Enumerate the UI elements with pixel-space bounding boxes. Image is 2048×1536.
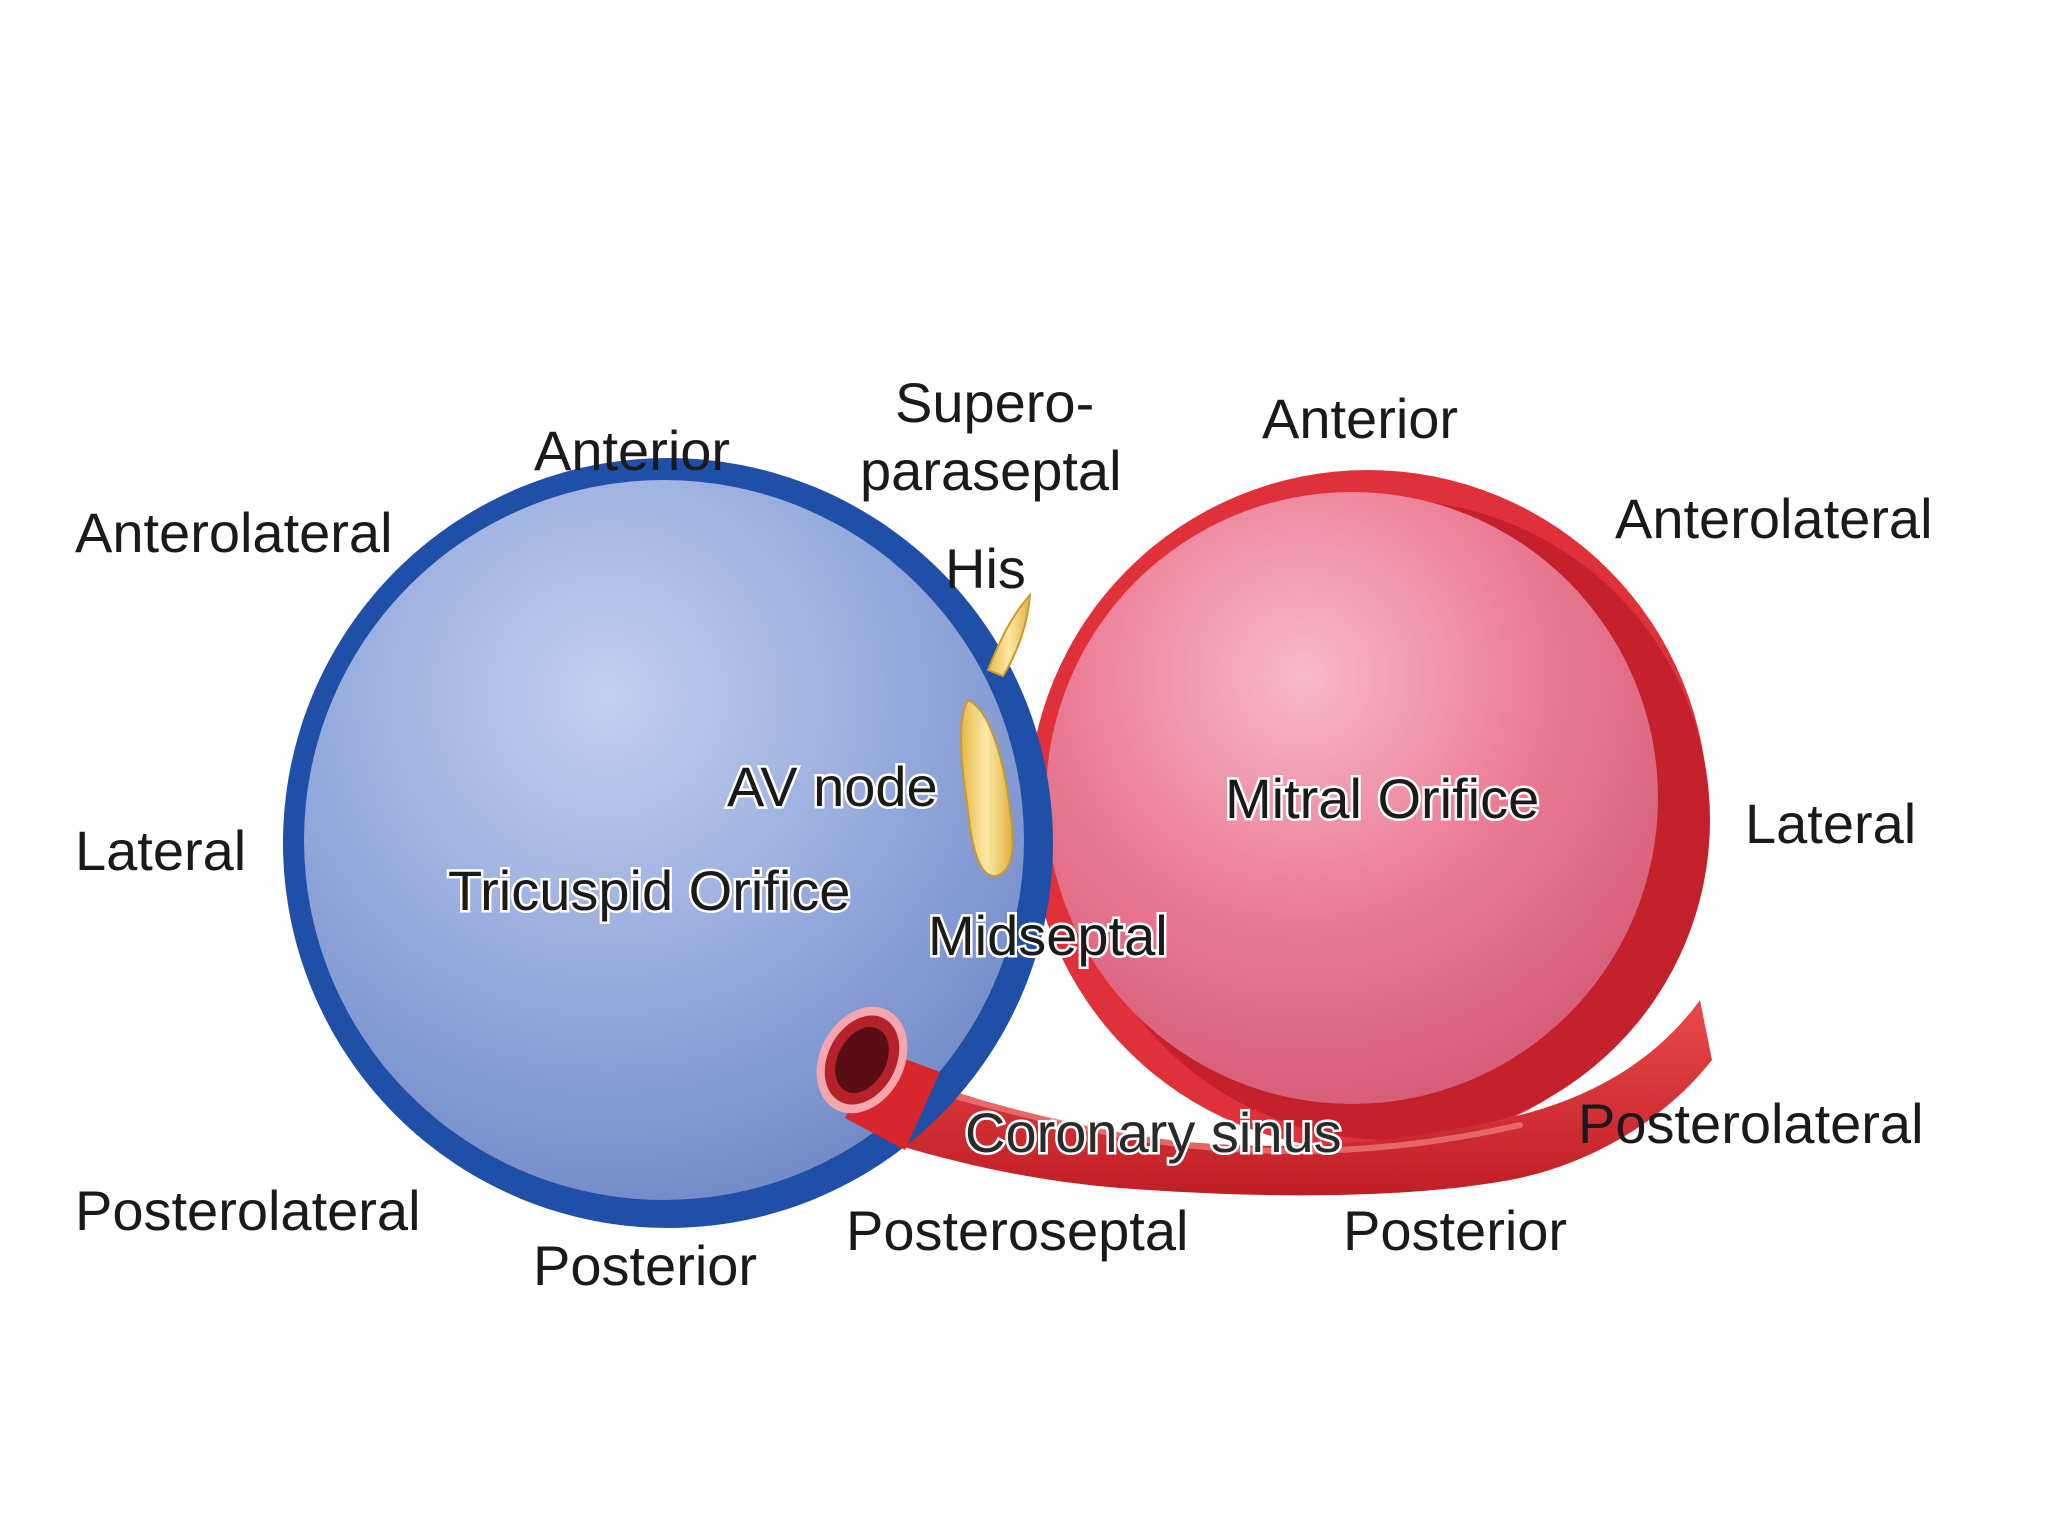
coronary-sinus-body bbox=[850, 1000, 1712, 1196]
tricuspid-posterior-label: Posterior bbox=[533, 1234, 757, 1297]
coronary-sinus-highlight bbox=[897, 1077, 1523, 1154]
tricuspid-posterolateral-label: Posterolateral bbox=[75, 1179, 421, 1242]
tricuspid-anterior-label: Anterior bbox=[534, 419, 730, 482]
coronary-sinus bbox=[850, 1000, 1712, 1196]
supero-paraseptal-label-line2: paraseptal bbox=[860, 439, 1122, 502]
av-node-shape bbox=[960, 698, 1014, 878]
mitral-posterior-label: Posterior bbox=[1343, 1199, 1567, 1262]
mitral-anterior-label: Anterior bbox=[1262, 387, 1458, 450]
mitral-lateral-label: Lateral bbox=[1745, 792, 1916, 855]
tricuspid-orifice-label: Tricuspid Orifice bbox=[448, 859, 850, 922]
mitral-orifice-fill bbox=[1046, 492, 1658, 1104]
coronary-sinus-label: Coronary sinus bbox=[965, 1101, 1342, 1164]
mitral-orifice bbox=[1028, 470, 1710, 1150]
supero-paraseptal-label-line1: Supero- bbox=[895, 371, 1094, 434]
posteroseptal-label: Posteroseptal bbox=[846, 1199, 1188, 1262]
mitral-posterolateral-label: Posterolateral bbox=[1578, 1092, 1924, 1155]
mitral-orifice-label: Mitral Orifice bbox=[1225, 767, 1539, 830]
tricuspid-orifice bbox=[283, 458, 1053, 1228]
coronary-sinus-ostium bbox=[816, 1006, 940, 1150]
tricuspid-anterolateral-label: Anterolateral bbox=[75, 501, 393, 564]
tricuspid-lateral-label: Lateral bbox=[75, 819, 246, 882]
midseptal-label: Midseptal bbox=[928, 904, 1168, 967]
his-label: His bbox=[945, 537, 1026, 600]
his-bundle bbox=[986, 592, 1032, 678]
conduction-system bbox=[960, 592, 1032, 878]
ostium-opening bbox=[835, 1027, 889, 1093]
mitral-anterolateral-label: Anterolateral bbox=[1615, 487, 1933, 550]
av-node-label: AV node bbox=[727, 755, 938, 818]
